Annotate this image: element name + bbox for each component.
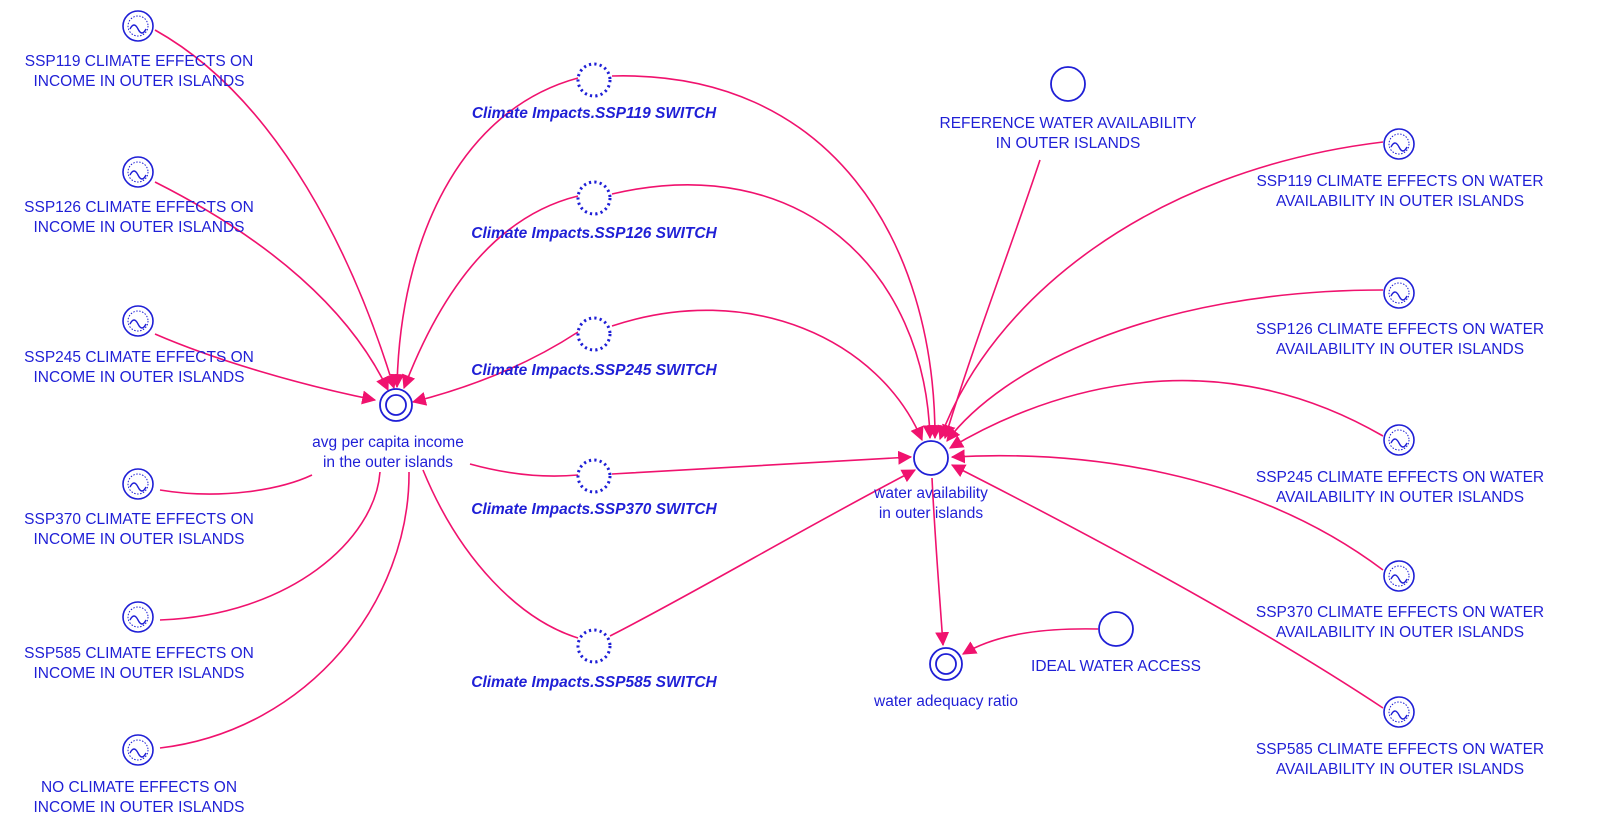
link-sw119-to-water — [611, 75, 942, 440]
sw245-node[interactable] — [576, 316, 612, 352]
link-sw585-to-water — [609, 469, 917, 637]
ssp126-income-node[interactable] — [122, 156, 154, 188]
lookup-graph-icon — [129, 482, 147, 492]
no-income-node[interactable] — [122, 734, 154, 766]
lookup-graph-icon — [1390, 574, 1408, 584]
ssp585-income-node[interactable] — [122, 601, 154, 633]
lookup-graph-icon — [129, 170, 147, 180]
lookup-graph-icon — [1390, 438, 1408, 448]
ssp370-water-node[interactable] — [1383, 560, 1415, 592]
link-sw126-to-income — [402, 195, 579, 390]
lookup-graph-icon — [129, 615, 147, 625]
link-sw119-to-income — [390, 77, 579, 389]
sw245-label: Climate Impacts.SSP245 SWITCH — [471, 362, 717, 379]
link-sw245-to-water — [611, 309, 924, 442]
link-income-to-ssp370-income — [159, 474, 313, 495]
water-availability-node[interactable] — [913, 440, 949, 476]
lookup-graph-icon — [1390, 710, 1408, 720]
income-node[interactable] — [379, 388, 413, 422]
sw119-node[interactable] — [576, 62, 612, 98]
link-ssp245-income-to-income — [154, 333, 377, 405]
ssp245-water-node[interactable] — [1383, 424, 1415, 456]
link-ssp119-income-to-income — [154, 29, 397, 390]
link-sw370-to-water — [611, 450, 913, 475]
ssp119-income-node[interactable] — [122, 10, 154, 42]
sw585-label: Climate Impacts.SSP585 SWITCH — [471, 674, 717, 691]
water-adequacy-node[interactable] — [929, 647, 963, 681]
ssp370-income-node[interactable] — [122, 468, 154, 500]
sw370-node[interactable] — [576, 458, 612, 494]
sw126-node[interactable] — [576, 180, 612, 216]
link-income-to-ssp585-income — [159, 471, 381, 621]
link-ssp119-water-to-water — [937, 141, 1384, 441]
reference-water-node[interactable] — [1050, 66, 1086, 102]
link-ssp585-water-to-water — [950, 464, 1384, 709]
ideal-access-node[interactable] — [1098, 611, 1134, 647]
sw370-label: Climate Impacts.SSP370 SWITCH — [471, 501, 717, 518]
ssp585-water-node[interactable] — [1383, 696, 1415, 728]
link-sw245-to-income — [411, 331, 579, 406]
link-ssp126-water-to-water — [946, 289, 1384, 442]
sw126-label: Climate Impacts.SSP126 SWITCH — [471, 225, 717, 242]
lookup-graph-icon — [129, 748, 147, 758]
lookup-graph-icon — [1390, 142, 1408, 152]
link-income-to-no-income — [159, 471, 410, 749]
link-income-to-sw585 — [422, 469, 579, 639]
lookup-graph-icon — [129, 319, 147, 329]
link-ssp126-income-to-income — [154, 181, 389, 392]
lookup-graph-icon — [1390, 291, 1408, 301]
link-ssp245-water-to-water — [948, 379, 1384, 449]
link-sw126-to-water — [611, 184, 937, 440]
link-water-to-adequacy — [931, 477, 950, 647]
ssp245-income-node[interactable] — [122, 305, 154, 337]
sw119-label: Climate Impacts.SSP119 SWITCH — [471, 105, 717, 122]
link-income-to-sw370 — [469, 463, 579, 477]
ideal-access-label: IDEAL WATER ACCESS — [1031, 658, 1201, 675]
sw585-node[interactable] — [576, 628, 612, 664]
link-ssp370-water-to-water — [950, 449, 1384, 571]
lookup-graph-icon — [129, 24, 147, 34]
link-ideal-to-adequacy — [961, 628, 1099, 655]
water-adequacy-label: water adequacy ratio — [874, 693, 1018, 710]
ssp119-water-node[interactable] — [1383, 128, 1415, 160]
ssp126-water-node[interactable] — [1383, 277, 1415, 309]
